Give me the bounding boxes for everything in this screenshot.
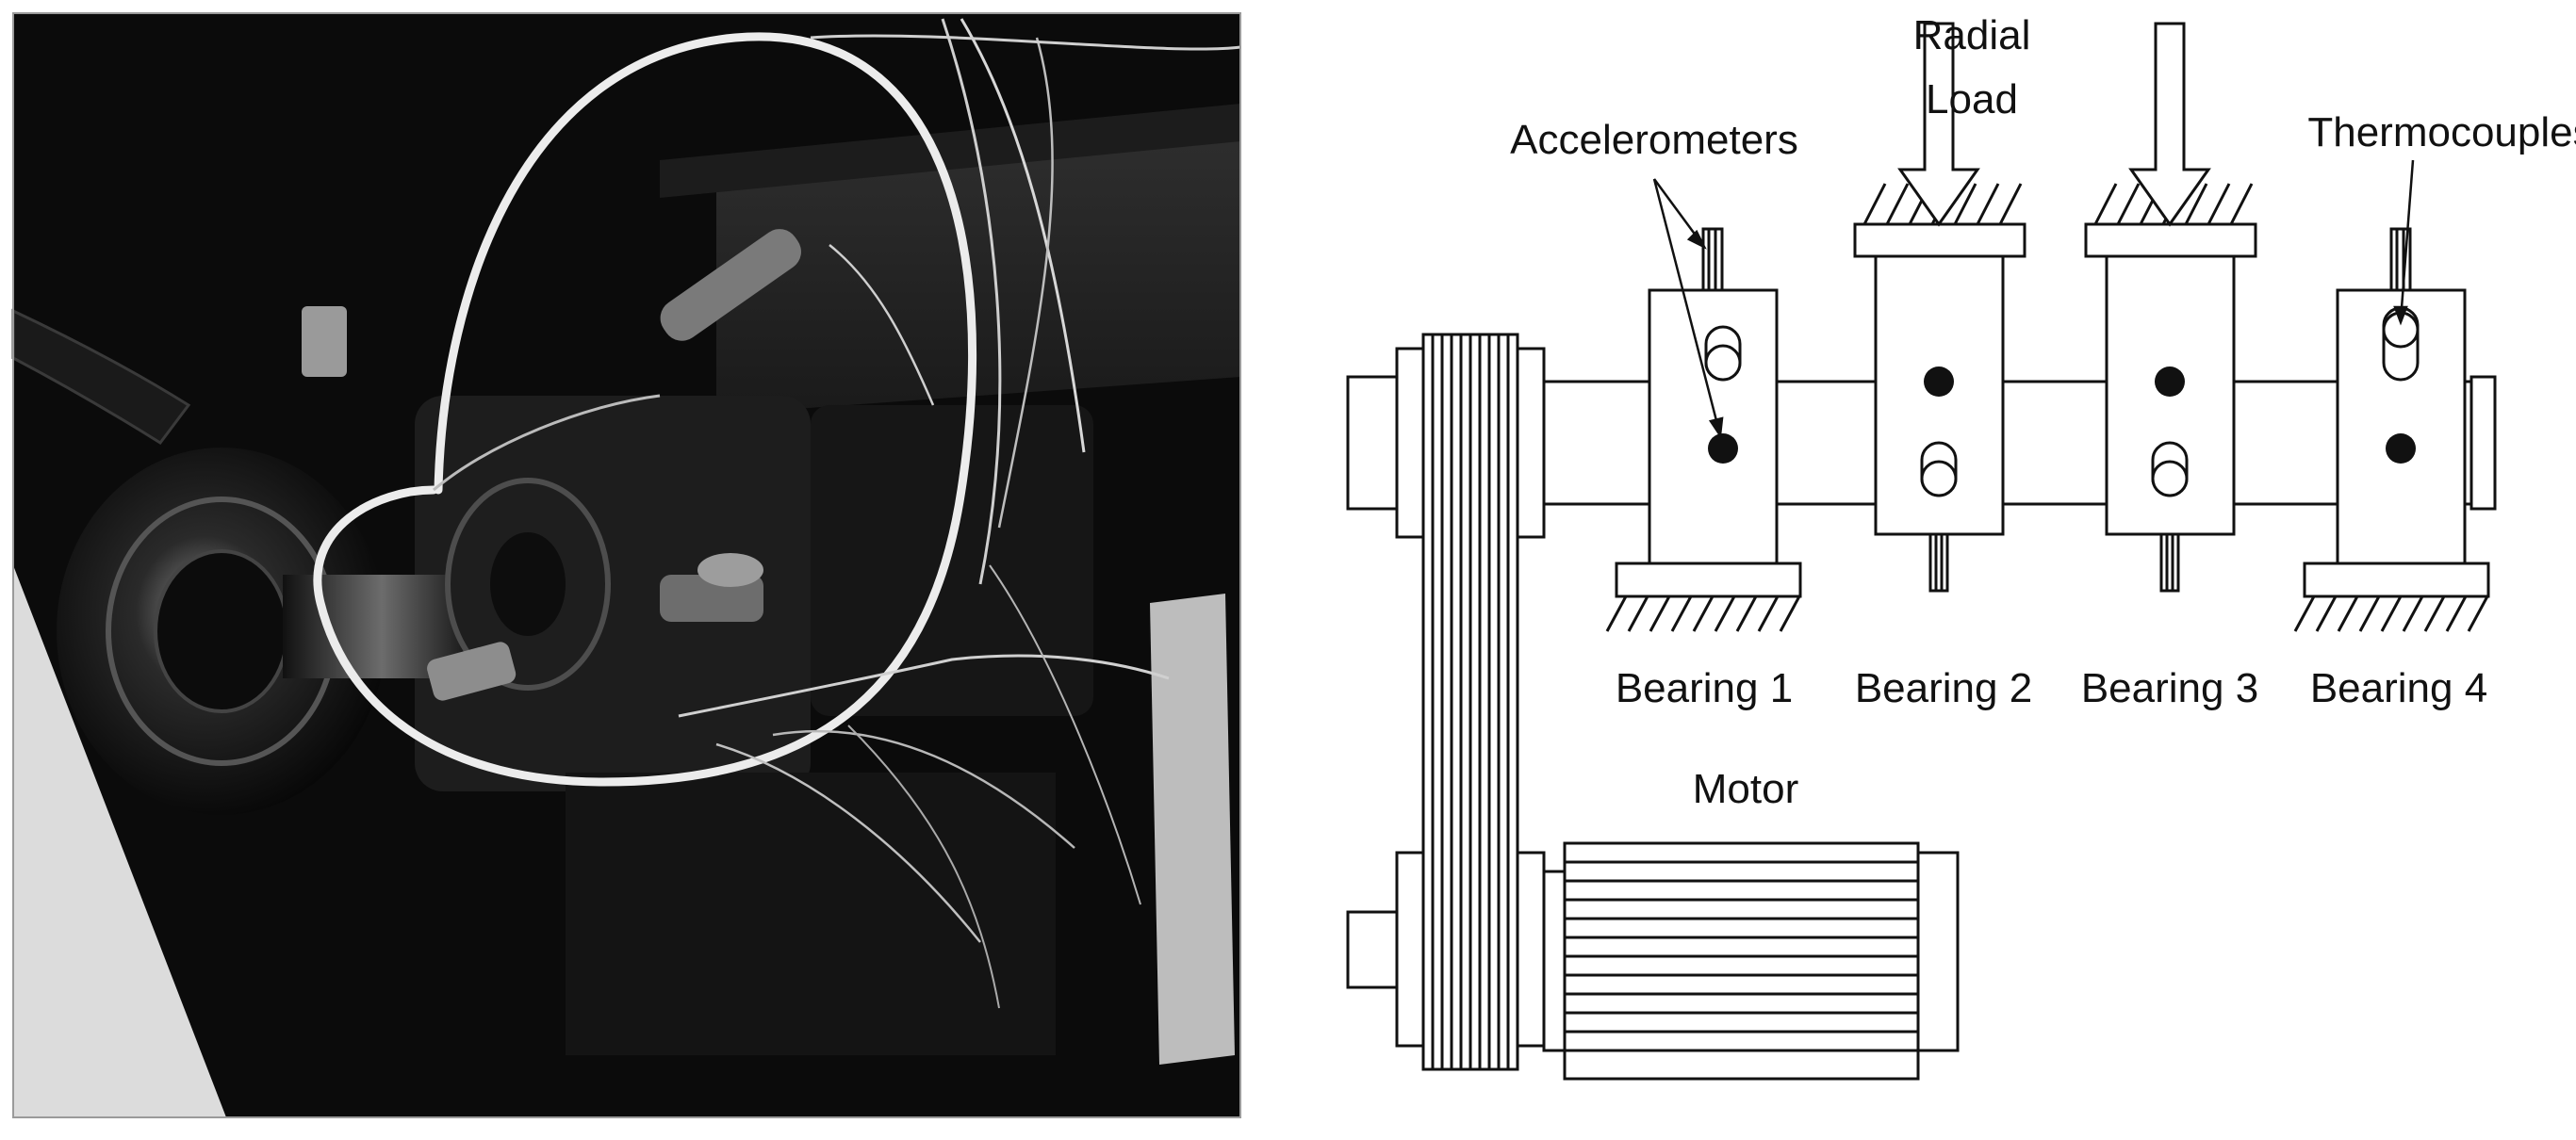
schematic-drawing: Radial Load Accelerometers Thermocouples… bbox=[1346, 12, 2576, 1081]
shaft-end-left bbox=[1346, 375, 1406, 511]
bearing-3 bbox=[2084, 183, 2257, 593]
motor bbox=[1542, 841, 1960, 1081]
shaft-end-right bbox=[2469, 375, 2497, 511]
radial-load-arrow bbox=[2128, 22, 2211, 227]
lower-pulley-flange bbox=[1395, 851, 1427, 1048]
thermocouples-label: Thermocouples bbox=[2307, 109, 2576, 155]
test-rig-photo-drawing bbox=[11, 12, 1241, 1118]
radial-load-arrow bbox=[1897, 22, 1980, 227]
bearing-3-label: Bearing 3 bbox=[2081, 665, 2258, 711]
bearing-4-label: Bearing 4 bbox=[2310, 665, 2487, 711]
accelerometer-dot bbox=[1708, 433, 1738, 464]
accelerometers-label: Accelerometers bbox=[1510, 117, 1798, 163]
accelerometer-dot bbox=[1924, 366, 1954, 397]
radial-load-label-line2: Load bbox=[1926, 76, 2018, 122]
sensor bbox=[427, 642, 517, 701]
top-plate bbox=[2084, 222, 2257, 258]
ground-hatch bbox=[2293, 595, 2489, 632]
black-hose bbox=[11, 308, 191, 446]
sensor bbox=[660, 229, 801, 341]
accelerometer-dot bbox=[2155, 366, 2185, 397]
radial-load-label-line1: Radial bbox=[1913, 12, 2031, 58]
thermocouple-cable bbox=[313, 32, 977, 787]
accelerometer-dot bbox=[2386, 433, 2416, 464]
test-rig-schematic: Radial Load Accelerometers Thermocouples… bbox=[1254, 0, 2576, 1135]
white-surface bbox=[13, 565, 226, 1117]
sensor bbox=[302, 306, 347, 377]
drive-belt bbox=[1421, 333, 1519, 1071]
motor-label: Motor bbox=[1693, 766, 1798, 812]
motor-shaft-end bbox=[1346, 910, 1406, 989]
support-beam bbox=[716, 132, 1240, 415]
bearing-4 bbox=[2293, 227, 2490, 632]
upper-pulley-flange bbox=[1395, 347, 1427, 539]
test-rig-photo bbox=[0, 0, 1254, 1135]
wooden-block bbox=[1150, 594, 1235, 1065]
bearing-2 bbox=[1853, 183, 2026, 593]
ground-hatch bbox=[1605, 595, 1801, 632]
base-plate bbox=[1615, 562, 1802, 598]
accelerometers-pointer bbox=[1652, 178, 1724, 439]
upper-pulley-flange bbox=[1514, 347, 1546, 539]
top-hatch bbox=[1862, 183, 2023, 225]
bearing-2-label: Bearing 2 bbox=[1855, 665, 2032, 711]
bearing-1-label: Bearing 1 bbox=[1616, 665, 1793, 711]
top-plate bbox=[1853, 222, 2026, 258]
base-plate bbox=[2303, 562, 2490, 598]
thermocouples-pointer bbox=[2393, 159, 2415, 326]
lower-pulley-flange bbox=[1514, 851, 1546, 1048]
